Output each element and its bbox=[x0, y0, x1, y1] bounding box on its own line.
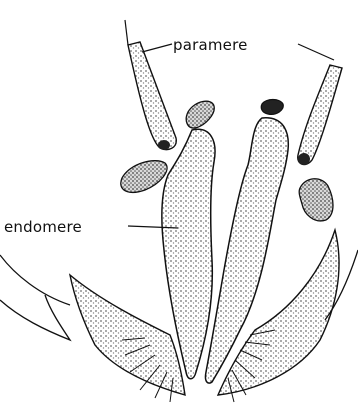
endomere-label: endomere bbox=[4, 218, 82, 236]
left-upper-sclerite bbox=[186, 101, 214, 128]
paramere-leader-left bbox=[142, 44, 172, 52]
left-side-sclerite bbox=[121, 161, 167, 193]
right-paramere bbox=[298, 65, 342, 165]
left-paramere-stalk bbox=[125, 20, 128, 45]
left-outer-edge bbox=[0, 255, 70, 305]
left-paramere-tip bbox=[158, 140, 170, 150]
left-outer-wing bbox=[0, 295, 70, 340]
paramere-label: paramere bbox=[173, 36, 248, 54]
left-paramere bbox=[128, 42, 176, 150]
right-paramere-tip bbox=[298, 153, 310, 165]
paramere-leader-right bbox=[298, 44, 334, 60]
right-side-sclerite bbox=[299, 179, 333, 221]
right-upper-sclerite bbox=[261, 100, 283, 115]
left-basal-lobe bbox=[70, 275, 185, 395]
